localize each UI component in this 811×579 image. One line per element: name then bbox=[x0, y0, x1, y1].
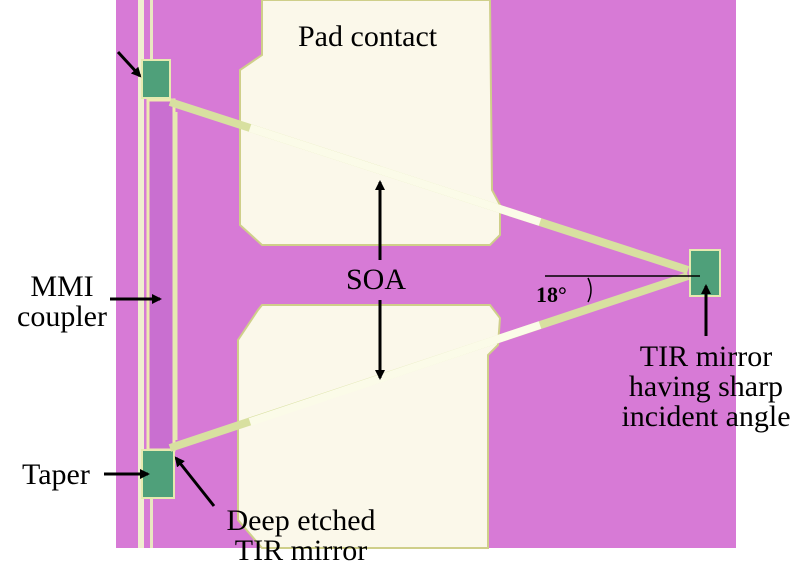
label-deep-etched: Deep etched TIR mirror bbox=[206, 506, 396, 566]
label-tir-sharp-line1: TIR mirror bbox=[639, 340, 773, 373]
label-tir-sharp: TIR mirror having sharp incident angle bbox=[606, 342, 806, 432]
label-pad-contact: Pad contact bbox=[298, 20, 438, 53]
label-angle: 18° bbox=[536, 282, 567, 307]
label-tir-sharp-line3: incident angle bbox=[621, 400, 791, 433]
mmi-coupler bbox=[146, 98, 176, 452]
label-soa: SOA bbox=[346, 263, 407, 296]
arrow-top-mirror bbox=[116, 50, 142, 78]
label-deep-line2: TIR mirror bbox=[234, 534, 368, 567]
pad-contact-bottom bbox=[237, 304, 502, 549]
top-tir-mirror bbox=[141, 59, 171, 99]
input-waveguide bbox=[138, 0, 144, 548]
label-taper: Taper bbox=[22, 458, 90, 491]
label-deep-line1: Deep etched bbox=[226, 504, 376, 537]
label-mmi-line2: coupler bbox=[17, 300, 107, 333]
angle-arc bbox=[587, 277, 592, 303]
label-tir-sharp-line2: having sharp bbox=[628, 370, 784, 403]
arrow-deep-mirror bbox=[174, 456, 216, 507]
label-mmi-coupler: MMI coupler bbox=[14, 272, 110, 332]
label-mmi-line1: MMI bbox=[30, 270, 94, 303]
